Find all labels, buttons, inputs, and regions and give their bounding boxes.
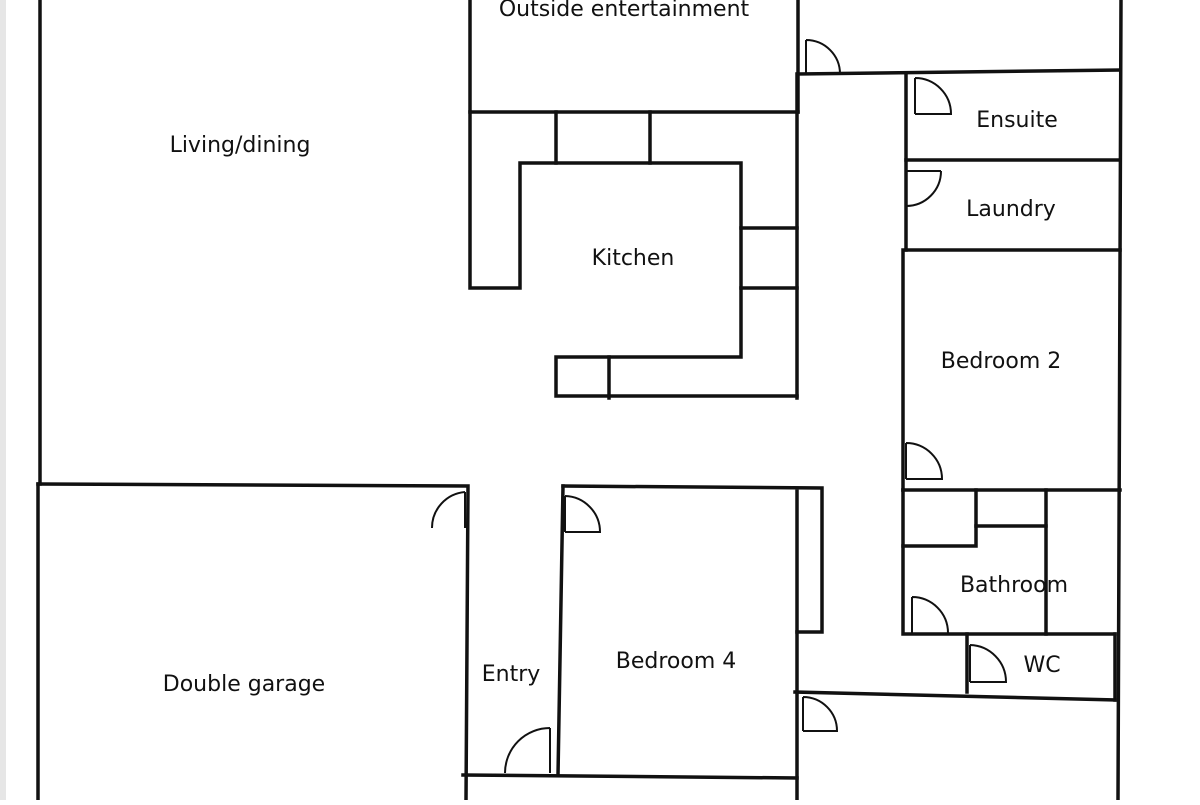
label-laundry: Laundry <box>966 197 1056 222</box>
door-swing-ensuite <box>914 77 953 115</box>
door-swing-laundry <box>905 170 942 207</box>
label-bathroom: Bathroom <box>960 573 1068 598</box>
label-entry: Entry <box>482 662 541 687</box>
label-ensuite: Ensuite <box>976 108 1058 133</box>
wall-entry-bottom <box>461 773 799 780</box>
label-bedroom-2: Bedroom 2 <box>941 349 1062 374</box>
wall-outer-right <box>1116 0 1123 802</box>
wall-top-right-room <box>796 68 1122 76</box>
doors <box>430 39 1008 774</box>
door-swing-bathroom <box>911 596 949 634</box>
label-kitchen: Kitchen <box>592 246 675 271</box>
door-swing-bedroom4 <box>564 495 602 533</box>
wall-bathroom-cabinet <box>901 488 978 548</box>
door-swing-entry <box>504 727 551 774</box>
page-edge <box>0 0 6 800</box>
wall-bathroom <box>901 488 1117 636</box>
label-wc: WC <box>1023 653 1060 678</box>
wall-bedroom4-left <box>556 484 565 777</box>
label-outside-entertainment: Outside entertainment <box>499 0 750 22</box>
wall-double-garage <box>36 482 470 802</box>
label-living-dining: Living/dining <box>170 133 311 158</box>
label-double-garage: Double garage <box>163 672 325 697</box>
door-swing-garage <box>430 491 466 529</box>
room-labels: Living/dining Outside entertainment Kitc… <box>163 0 1068 697</box>
door-swing-bottom-right <box>802 696 839 732</box>
door-swing-top-right <box>805 39 841 75</box>
label-bedroom-4: Bedroom 4 <box>616 649 737 674</box>
door-swing-wc <box>969 644 1008 683</box>
wall-kitchen-bench <box>468 110 799 398</box>
wall-wc-bottom <box>793 690 1117 702</box>
walls <box>36 0 1123 802</box>
wall-bedroom4-top <box>561 484 824 634</box>
door-swing-bedroom2 <box>905 442 944 480</box>
